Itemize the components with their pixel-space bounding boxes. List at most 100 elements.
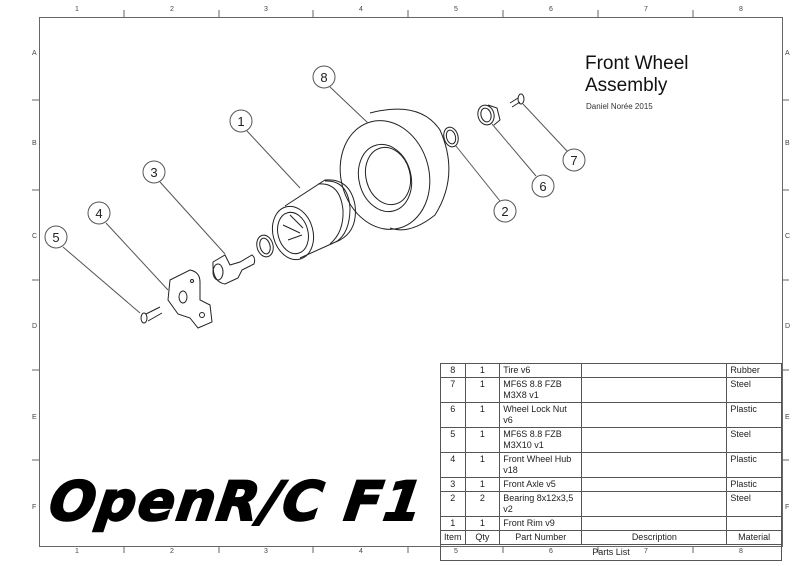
balloon-circles (44, 65, 586, 249)
zone-col-label: 8 (739, 6, 743, 13)
title-line: Front Wheel (585, 53, 689, 74)
qty-cell: 1 (464, 452, 501, 478)
qty-cell: 1 (464, 363, 501, 378)
zone-col-label: 1 (75, 6, 79, 13)
item-cell: 3 (440, 477, 466, 492)
material-cell: Rubber (726, 363, 782, 378)
zone-col-label: 2 (170, 6, 174, 13)
screw-part (509, 93, 525, 108)
part-cell: Front Rim v9 (499, 516, 583, 531)
qty-cell: 1 (464, 516, 501, 531)
desc-cell (581, 516, 728, 531)
qty-cell: 1 (464, 427, 501, 453)
part-cell: Wheel Lock Nut v6 (499, 402, 583, 428)
zone-row-label: F (32, 504, 37, 511)
zone-col-label: 6 (549, 6, 553, 13)
balloon-label: 6 (539, 179, 546, 194)
header-description: Description (581, 530, 728, 545)
part-cell: Front Wheel Hub v18 (499, 452, 583, 478)
part-cell: MF6S 8.8 FZB M3X8 v1 (499, 377, 583, 403)
zone-col-label: 5 (454, 6, 458, 13)
item-cell: 5 (440, 427, 466, 453)
balloon-label: 1 (237, 114, 244, 129)
desc-cell (581, 491, 728, 517)
title-line: Assembly (585, 75, 668, 96)
balloon-label: 3 (150, 165, 157, 180)
item-cell: 4 (440, 452, 466, 478)
zone-row-label: E (32, 414, 37, 421)
part-cell: Tire v6 (499, 363, 583, 378)
material-cell: Steel (726, 427, 782, 453)
drawing-title: Front Wheel Assembly (585, 53, 688, 97)
material-cell: Steel (726, 377, 782, 403)
zone-col-label: 3 (264, 6, 268, 13)
zone-col-label: 4 (359, 548, 363, 555)
balloon-label: 5 (52, 230, 59, 245)
zone-row-label: A (785, 50, 790, 57)
desc-cell (581, 477, 728, 492)
leader-lines (62, 86, 568, 314)
zone-col-label: 3 (264, 548, 268, 555)
zone-col-label: 4 (359, 6, 363, 13)
header-part-number: Part Number (499, 530, 583, 545)
rim-part (271, 179, 356, 261)
item-cell: 8 (440, 363, 466, 378)
zone-row-label: B (785, 140, 790, 147)
item-cell: 1 (440, 516, 466, 531)
item-cell: 6 (440, 402, 466, 428)
parts-list-caption: Parts List (440, 544, 782, 561)
qty-cell: 1 (464, 377, 501, 403)
hub-part (167, 269, 213, 329)
material-cell: Steel (726, 491, 782, 517)
item-cell: 2 (440, 491, 466, 517)
material-cell: Plastic (726, 477, 782, 492)
zone-col-label: 2 (170, 548, 174, 555)
zone-row-label: C (785, 233, 791, 240)
part-cell: MF6S 8.8 FZB M3X10 v1 (499, 427, 583, 453)
material-cell: Plastic (726, 452, 782, 478)
drawing-border (39, 17, 783, 547)
desc-cell (581, 363, 728, 378)
qty-cell: 1 (464, 477, 501, 492)
zone-row-label: E (785, 414, 790, 421)
bearing-part (256, 234, 274, 258)
header-item: Item (440, 530, 466, 545)
zone-row-label: A (32, 50, 37, 57)
balloon-label: 8 (320, 70, 327, 85)
table-caption-row: Parts List (440, 544, 782, 561)
part-cell: Front Axle v5 (499, 477, 583, 492)
balloon-label: 2 (501, 204, 508, 219)
axle-part (212, 254, 256, 285)
openrc-logo: OpenR/C F1 (45, 469, 430, 534)
zone-col-label: 1 (75, 548, 79, 555)
author-label: Daniel Norée 2015 (586, 102, 653, 111)
qty-cell: 2 (464, 491, 501, 517)
nut-part (477, 104, 501, 126)
zone-row-label: F (785, 504, 790, 511)
material-cell (726, 516, 782, 531)
zone-row-label: B (32, 140, 37, 147)
tire-part (339, 108, 450, 231)
part-cell: Bearing 8x12x3,5 v2 (499, 491, 583, 517)
desc-cell (581, 427, 728, 453)
balloon-label: 4 (95, 206, 102, 221)
material-cell: Plastic (726, 402, 782, 428)
bearing-part (443, 126, 459, 148)
zone-row-label: D (785, 323, 791, 330)
item-cell: 7 (440, 377, 466, 403)
zone-row-label: D (32, 323, 38, 330)
header-material: Material (726, 530, 782, 545)
desc-cell (581, 452, 728, 478)
desc-cell (581, 402, 728, 428)
header-qty: Qty (464, 530, 501, 545)
